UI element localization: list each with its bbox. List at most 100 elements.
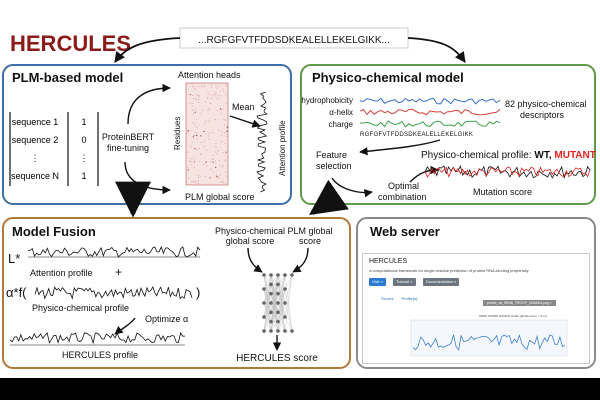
attention-cell [187,169,189,171]
nn-edge [284,288,293,332]
attention-cell [225,171,227,173]
attention-cell [197,102,199,103]
fusion-alpha: α*f( [6,285,27,300]
attention-cell [194,131,196,133]
attention-cell [192,181,194,183]
mutation-score: Mutation score [473,187,532,197]
hydrophobicity-trace [359,97,501,105]
nn-edge [263,293,272,318]
ws-file-chip[interactable]: profile_wt_5RN6_TRORP_HUMAN.png × [483,300,556,306]
plm-sequence-item: sequence 2 [12,135,59,145]
fusion-heading: Model Fusion [12,224,96,239]
nn-node [283,287,287,291]
nn-node [276,273,280,277]
attention-cell [218,129,220,131]
attention-cell [191,106,193,107]
attention-cell [221,131,223,133]
plm-global-score: PLM global score [185,192,255,202]
attention-cell [194,123,196,125]
nn-node [283,329,287,333]
physchem-heading: Physico-chemical model [312,70,464,85]
plm-sequence-item: sequence N [11,171,59,181]
attention-cell [206,149,208,151]
nn-edge [277,288,286,313]
nn-node [262,273,266,277]
nn-edge [277,302,286,313]
nn-node [283,273,287,277]
attention-cell [226,130,228,132]
attention-cell [210,94,212,96]
attention-cell [207,91,209,93]
attention-cell [220,109,222,111]
nn-node [269,301,273,305]
nn-edge [263,302,272,332]
attention-cell [212,161,214,163]
ws-tutorial-button[interactable]: Tutorial » [393,278,416,286]
attention-cell [219,165,221,166]
nn-edge [277,274,286,322]
attention-cell [208,109,210,110]
ws-documentation-button[interactable]: Documentation » [423,278,460,286]
attention-cell [217,98,219,100]
attention-cell [192,94,194,96]
flow-arrow-physchem [309,179,349,216]
attention-cell [198,94,200,96]
ws-plot: 5RN6 TRORP HUMAN profile (global score =… [410,314,568,357]
attention-cell [191,161,193,163]
attention-cell [192,109,194,111]
attention-cell [196,126,197,128]
nn-edge [277,288,286,304]
nn-edge [277,274,286,294]
attention-cell [205,120,207,122]
attention-cell [222,180,224,182]
nn-node [262,329,266,333]
attention-cell [209,102,211,104]
nn-edge [270,274,279,322]
ws-tab-scores[interactable]: Scores [381,296,394,301]
nn-node [283,315,287,319]
fusion-optimize: Optimize α [145,314,188,324]
attention-cell [215,142,217,144]
attention-cell [190,158,192,160]
fusion-close: ) [196,285,200,300]
attention-cell [196,138,198,140]
figure-stage: HERCULES ...RGFGFVTFDDSDKEALELLEKELGIKK.… [0,0,600,378]
attention-matrix-dots [187,84,228,184]
nn-edge [270,274,279,304]
attention-cell [208,132,210,134]
attention-cell [197,182,199,184]
attention-cell [216,87,218,89]
attention-cell [215,147,217,148]
attention-cell [224,124,225,126]
attention-cell [208,138,210,140]
attention-cell [192,86,194,88]
attention-cell [214,119,216,120]
attention-cell [222,152,224,153]
attention-cell [199,160,201,162]
nn-edge [284,274,293,318]
attention-cell [204,86,205,88]
main-title: HERCULES [10,31,131,56]
ws-visit-button[interactable]: Visit » [369,278,386,286]
nn-node [269,310,273,315]
attention-cell [194,180,196,182]
track-helix: α-helix [329,108,353,117]
attention-cell [189,94,191,96]
nn-edge [284,274,293,332]
nn-node [262,315,266,319]
attention-cell [198,177,199,178]
attention-cell [195,94,197,96]
attention-cell [220,181,222,183]
attention-cell [226,102,228,104]
ws-tab-profiles[interactable]: Profile(s) [401,296,418,301]
attention-cell [193,98,195,99]
attention-cell [193,113,194,115]
fusion-hercules-profile: HERCULES profile [62,350,138,360]
attention-cell [213,95,215,97]
attention-cell [191,180,193,182]
attention-cell [220,90,221,92]
attention-cell [214,93,216,95]
